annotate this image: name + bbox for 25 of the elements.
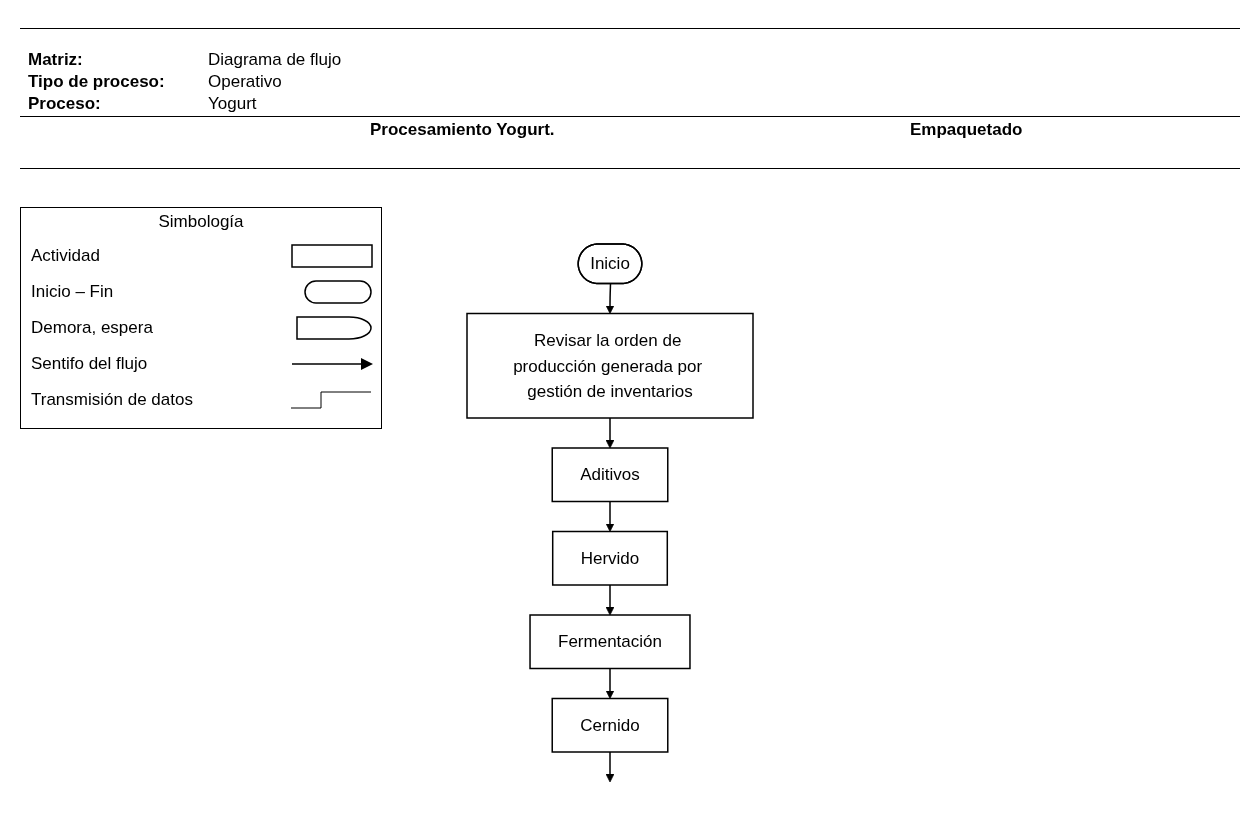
arrow — [605, 283, 615, 314]
legend-text: Actividad — [31, 246, 100, 266]
field-value: Diagrama de flujo — [208, 50, 342, 70]
legend-text: Sentifo del flujo — [31, 354, 148, 374]
field-label: Matriz: — [28, 50, 83, 70]
field-label: Proceso: — [28, 94, 101, 114]
arrow — [605, 584, 615, 616]
node-box: Fermentación — [529, 614, 691, 670]
arrow — [605, 751, 615, 783]
field-value: Operativo — [208, 72, 282, 92]
node-box: Revisar la orden de producción generada por gestión de inventarios — [466, 312, 754, 419]
field-value: Yogurt — [208, 94, 257, 114]
node-box: Hervido — [551, 530, 669, 586]
field-label: Tipo de proceso: — [28, 72, 165, 92]
node-box: Aditivos — [551, 447, 669, 503]
arrow — [605, 667, 615, 699]
arrow — [605, 500, 615, 532]
legend-text: Transmisión de datos — [31, 390, 193, 410]
arrow — [605, 417, 615, 449]
node-box: Cernido — [551, 697, 669, 753]
column-header: Procesamiento Yogurt. — [370, 120, 555, 140]
legend-text: Demora, espera — [31, 318, 153, 338]
legend-title: Simbología — [157, 212, 245, 232]
column-header: Empaquetado — [910, 120, 1023, 140]
legend-text: Inicio – Fin — [31, 282, 114, 302]
